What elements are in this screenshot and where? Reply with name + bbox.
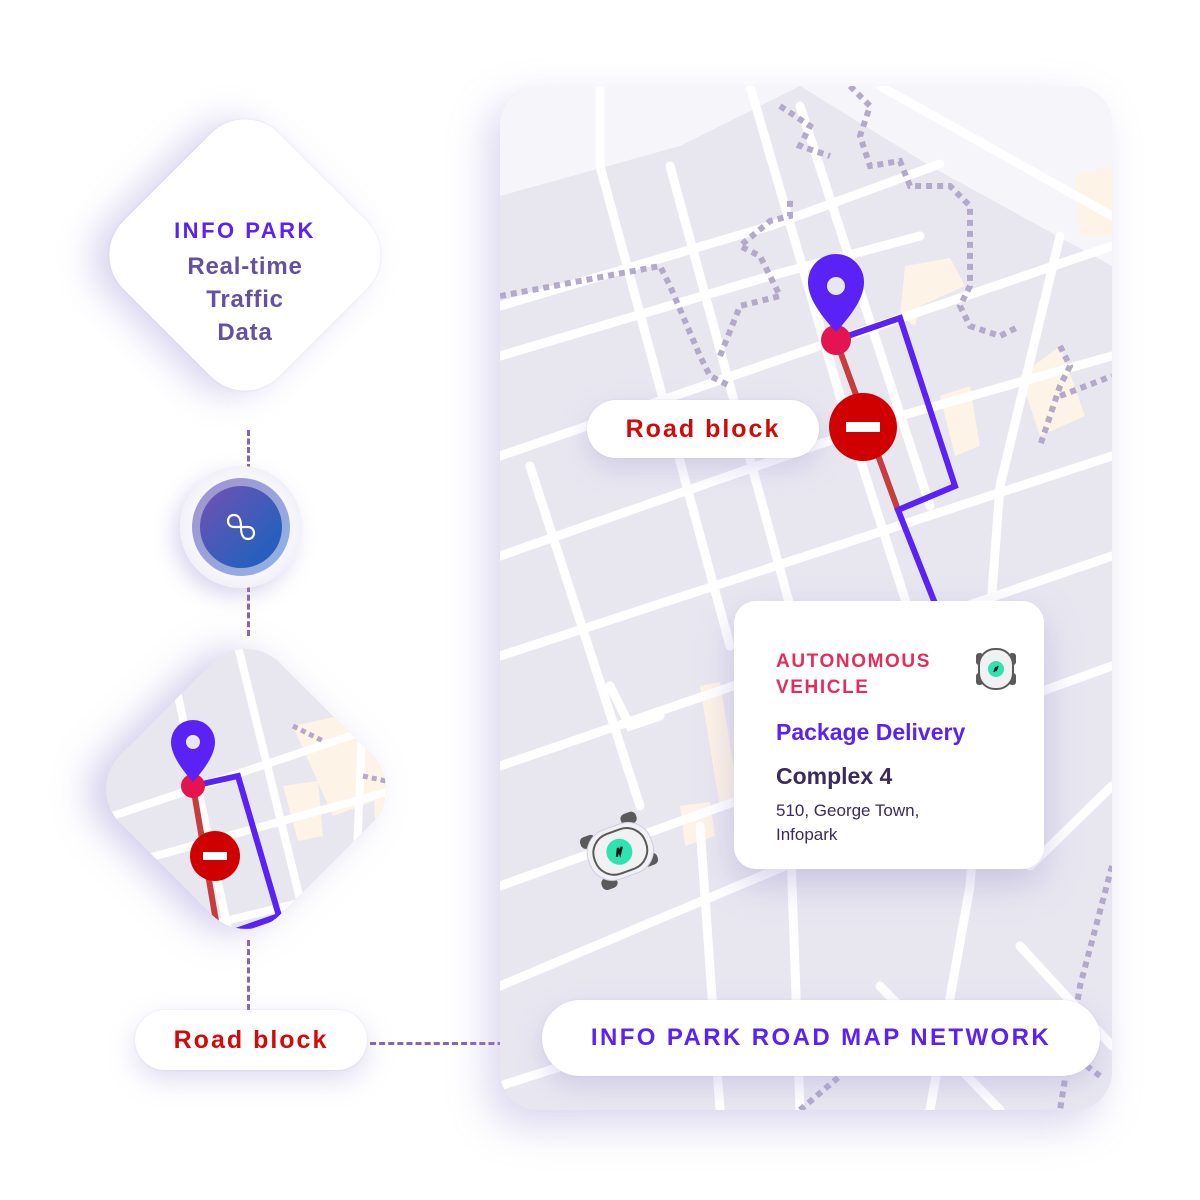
subtitle-line: Traffic: [206, 286, 284, 313]
subtitle-line: Data: [217, 319, 273, 346]
info-park-title: INFO PARK: [174, 218, 316, 243]
robot-vehicle-icon: [976, 648, 1016, 690]
vehicle-info-card[interactable]: AUTONOMOUS VEHICLE Package Delivery Comp…: [734, 601, 1044, 869]
hub-inner: [200, 486, 282, 568]
road-block-label-map[interactable]: Road block: [587, 400, 819, 458]
address-line: 510, George Town,: [776, 801, 920, 820]
road-map-graphic: [500, 86, 1112, 1110]
robot-vehicle-icon[interactable]: [568, 798, 668, 898]
info-park-subtitle: Real-time Traffic Data: [95, 250, 395, 349]
road-map[interactable]: [500, 86, 1112, 1110]
connector-line: [247, 586, 250, 636]
address-line: Infopark: [776, 825, 838, 844]
connector-line-horizontal: [370, 1042, 540, 1045]
connector-line: [247, 940, 250, 1010]
hub-node[interactable]: [180, 466, 302, 588]
connector-line: [247, 430, 250, 470]
vehicle-destination: Complex 4: [776, 763, 893, 789]
subtitle-line: Real-time: [187, 253, 303, 280]
vehicle-address: 510, George Town, Infopark: [776, 799, 919, 847]
road-block-label-left[interactable]: Road block: [135, 1010, 367, 1070]
road-block-text: Road block: [625, 414, 781, 443]
vehicle-service: Package Delivery: [776, 719, 966, 745]
network-label[interactable]: INFO PARK ROAD MAP NETWORK: [542, 1000, 1100, 1076]
mini-map: [86, 629, 406, 949]
vehicle-card-title: AUTONOMOUS VEHICLE: [776, 651, 931, 698]
info-park-text: INFO PARK Real-time Traffic Data: [95, 218, 395, 349]
network-label-text: INFO PARK ROAD MAP NETWORK: [590, 1024, 1052, 1051]
mini-map-graphic: [86, 629, 406, 949]
hub-ring: [192, 478, 290, 576]
infinity-loop-icon: [226, 513, 256, 541]
road-block-text: Road block: [173, 1025, 329, 1054]
